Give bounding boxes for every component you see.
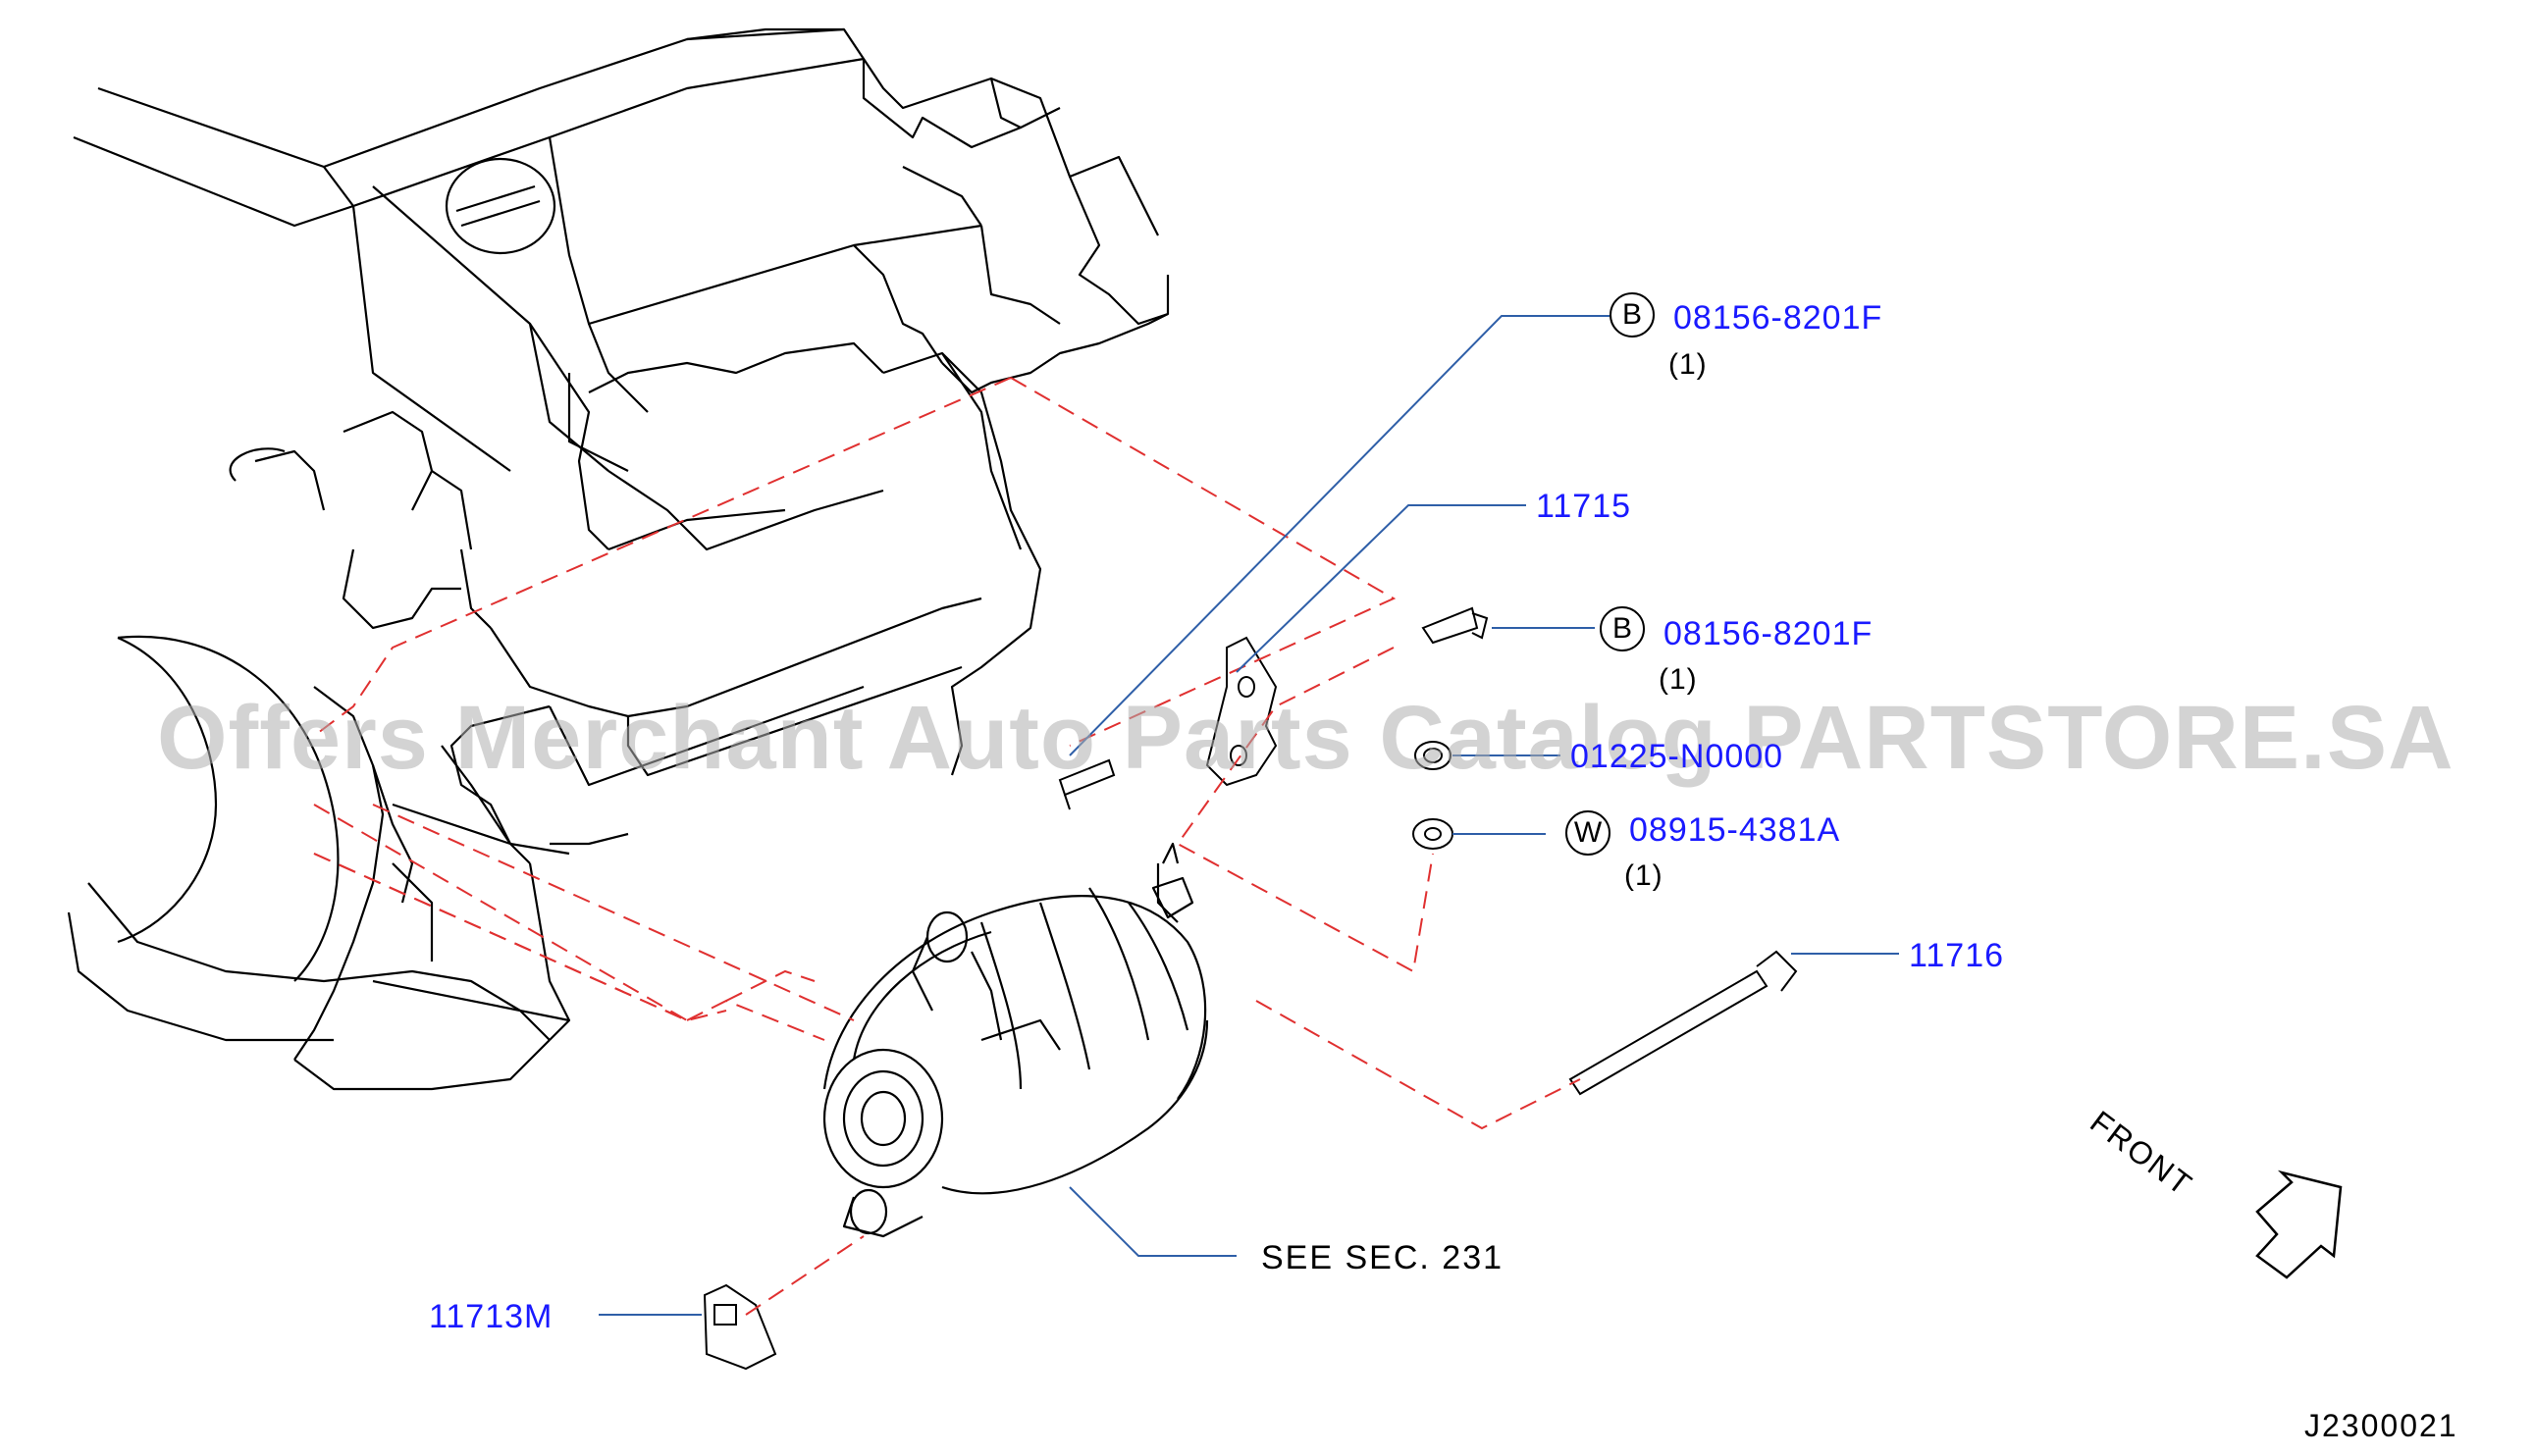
lower-bracket-drawing bbox=[703, 1283, 777, 1371]
long-bolt-drawing bbox=[1568, 969, 1769, 1096]
washer-drawing bbox=[1412, 818, 1453, 850]
qty-bolt-top: (1) bbox=[1668, 348, 1708, 381]
watermark-text: Offers Merchant Auto Parts Catalog PARTS… bbox=[157, 688, 2455, 788]
nut-drawing bbox=[1414, 741, 1452, 770]
part-link-bolt-top[interactable]: 08156-8201F bbox=[1673, 299, 1883, 337]
engine-block-drawing bbox=[67, 27, 1170, 1091]
qty-bolt-mid: (1) bbox=[1659, 663, 1698, 696]
diagram-id: J2300021 bbox=[2304, 1408, 2458, 1443]
part-link-washer[interactable]: 08915-4381A bbox=[1629, 811, 1841, 849]
symbol-b-badge-mid: B bbox=[1600, 606, 1645, 651]
front-arrow-icon bbox=[2255, 1170, 2343, 1279]
part-link-nut[interactable]: 01225-N0000 bbox=[1570, 738, 1784, 775]
assembly-dashed-lines bbox=[313, 377, 1581, 1316]
part-link-lower-bracket[interactable]: 11713M bbox=[429, 1298, 554, 1335]
part-link-long-bolt[interactable]: 11716 bbox=[1909, 937, 2005, 974]
part-link-bolt-mid[interactable]: 08156-8201F bbox=[1663, 615, 1874, 652]
see-section-note[interactable]: SEE SEC. 231 bbox=[1261, 1239, 1505, 1276]
symbol-w-badge: W bbox=[1565, 810, 1610, 856]
alternator-drawing bbox=[822, 842, 1209, 1238]
symbol-b-badge-top: B bbox=[1610, 292, 1655, 338]
leader-lines bbox=[599, 315, 1899, 1316]
bolt-mid-drawing bbox=[1421, 606, 1479, 645]
fastener-drawings bbox=[703, 606, 1798, 1371]
qty-washer: (1) bbox=[1624, 859, 1663, 892]
bracket-drawing bbox=[1205, 636, 1278, 787]
bolt-top-drawing bbox=[1058, 758, 1116, 797]
part-link-bracket[interactable]: 11715 bbox=[1536, 488, 1632, 525]
